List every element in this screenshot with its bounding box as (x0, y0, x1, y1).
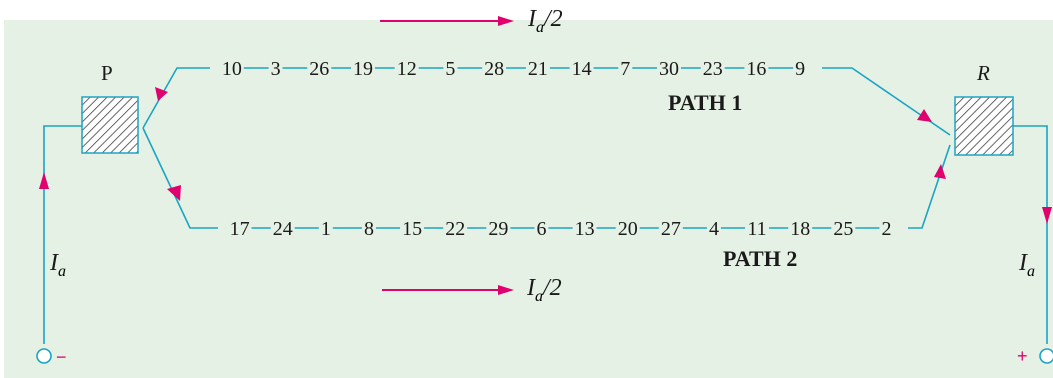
left-terminal (36, 348, 52, 364)
path1-conductor-19: 19 (353, 58, 373, 80)
path2-conductor-2: 2 (881, 218, 891, 240)
path2-conductor-22: 22 (445, 218, 465, 240)
path2-conductor-6: 6 (536, 218, 546, 240)
path2-label: PATH 2 (723, 246, 797, 271)
left-current-label: Ia (49, 250, 66, 280)
path1-conductor-3: 3 (271, 58, 281, 80)
path1-label: PATH 1 (668, 90, 742, 115)
bottom-current-label: Ia/2 (526, 275, 562, 305)
top-current-label: Ia/2 (527, 6, 563, 36)
path2-conductor-1: 1 (321, 218, 331, 240)
path1-conductor-chain: 10 3 26 19 12 5 28 21 14 7 30 23 16 9 (222, 58, 805, 80)
path1-conductor-16: 16 (746, 58, 766, 80)
path1-conductor-23: 23 (703, 58, 723, 80)
path1-conductor-30: 30 (659, 58, 679, 80)
path1-conductor-5: 5 (445, 58, 455, 80)
path1-conductor-12: 12 (397, 58, 417, 80)
path1-conductor-9: 9 (795, 58, 805, 80)
path1-conductor-10: 10 (222, 58, 242, 80)
path2-conductor-15: 15 (402, 218, 422, 240)
left-brush-label: P (101, 61, 113, 85)
path2-entry-arrow-icon (934, 164, 946, 179)
path1-conductor-21: 21 (528, 58, 548, 80)
path2-conductor-17: 17 (230, 218, 250, 240)
right-brush-box (954, 96, 1014, 156)
path2-conductor-20: 20 (618, 218, 638, 240)
path1-conductor-26: 26 (309, 58, 329, 80)
right-current-arrow-icon (1042, 207, 1052, 224)
left-current-arrow-icon (39, 172, 49, 189)
path2-direction-arrow-icon (167, 185, 181, 201)
path1-end-wire (822, 67, 951, 136)
path2-conductor-13: 13 (575, 218, 595, 240)
path1-start-wire (142, 67, 210, 129)
path2-end-wire (908, 144, 951, 229)
path2-conductor-29: 29 (488, 218, 508, 240)
path1-conductor-7: 7 (620, 58, 630, 80)
path2-conductor-18: 18 (790, 218, 810, 240)
path2-conductor-25: 25 (833, 218, 853, 240)
right-lead-wire (1013, 125, 1048, 344)
right-brush-label: R (976, 61, 990, 85)
path1-direction-arrow-icon (155, 87, 168, 101)
top-current-arrow-icon (498, 16, 514, 26)
path1-entry-arrow-icon (917, 109, 932, 122)
path2-conductor-4: 4 (709, 218, 719, 240)
bottom-current-arrow-icon (498, 285, 514, 295)
path2-conductor-8: 8 (364, 218, 374, 240)
left-brush-box (81, 96, 139, 154)
left-terminal-sign: − (56, 347, 67, 367)
right-current-label: Ia (1018, 250, 1035, 280)
path2-conductor-11: 11 (747, 218, 766, 240)
path2-conductor-27: 27 (661, 218, 681, 240)
left-lead-wire (43, 125, 82, 344)
path2-start-wire (142, 127, 218, 229)
path1-conductor-28: 28 (484, 58, 504, 80)
path2-conductor-24: 24 (273, 218, 293, 240)
path1-conductor-14: 14 (572, 58, 592, 80)
right-terminal (1039, 348, 1053, 364)
right-terminal-sign: + (1017, 346, 1028, 366)
